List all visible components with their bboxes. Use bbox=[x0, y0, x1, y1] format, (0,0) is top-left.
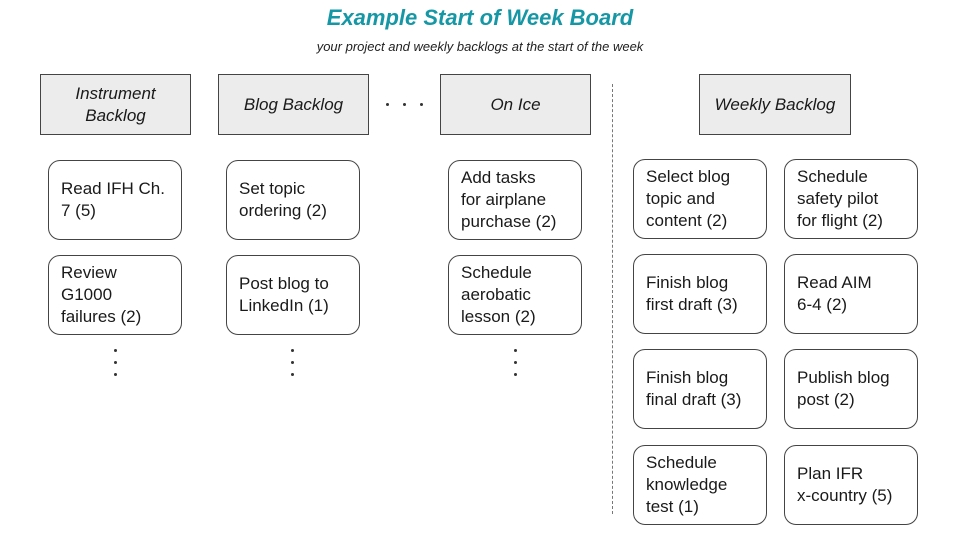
card-schedule-aerobatic[interactable]: Schedule aerobatic lesson (2) bbox=[448, 255, 582, 335]
board-title: Example Start of Week Board bbox=[326, 5, 634, 30]
card-select-blog-topic[interactable]: Select blog topic and content (2) bbox=[633, 159, 767, 239]
card-finish-first-draft[interactable]: Finish blog first draft (3) bbox=[633, 254, 767, 334]
more-columns-ellipsis bbox=[386, 103, 426, 107]
card-set-topic-ordering[interactable]: Set topic ordering (2) bbox=[226, 160, 360, 240]
card-schedule-safety-pilot[interactable]: Schedule safety pilot for flight (2) bbox=[784, 159, 918, 239]
card-read-aim[interactable]: Read AIM 6-4 (2) bbox=[784, 254, 918, 334]
more-cards-ellipsis bbox=[514, 349, 518, 379]
weekly-backlog-header: Weekly Backlog bbox=[699, 74, 851, 135]
card-publish-blog-post[interactable]: Publish blog post (2) bbox=[784, 349, 918, 429]
blog-backlog-header: Blog Backlog bbox=[218, 74, 369, 135]
card-finish-final-draft[interactable]: Finish blog final draft (3) bbox=[633, 349, 767, 429]
more-cards-ellipsis bbox=[291, 349, 295, 379]
instrument-backlog-header: Instrument Backlog bbox=[40, 74, 191, 135]
card-plan-ifr-xcountry[interactable]: Plan IFR x-country (5) bbox=[784, 445, 918, 525]
more-cards-ellipsis bbox=[114, 349, 118, 379]
board-subtitle: your project and weekly backlogs at the … bbox=[316, 39, 644, 54]
column-divider bbox=[612, 84, 613, 514]
card-review-g1000[interactable]: Review G1000 failures (2) bbox=[48, 255, 182, 335]
card-schedule-knowledge-test[interactable]: Schedule knowledge test (1) bbox=[633, 445, 767, 525]
card-add-tasks-airplane[interactable]: Add tasks for airplane purchase (2) bbox=[448, 160, 582, 240]
card-read-ifh[interactable]: Read IFH Ch. 7 (5) bbox=[48, 160, 182, 240]
on-ice-header: On Ice bbox=[440, 74, 591, 135]
card-post-blog-linkedin[interactable]: Post blog to LinkedIn (1) bbox=[226, 255, 360, 335]
